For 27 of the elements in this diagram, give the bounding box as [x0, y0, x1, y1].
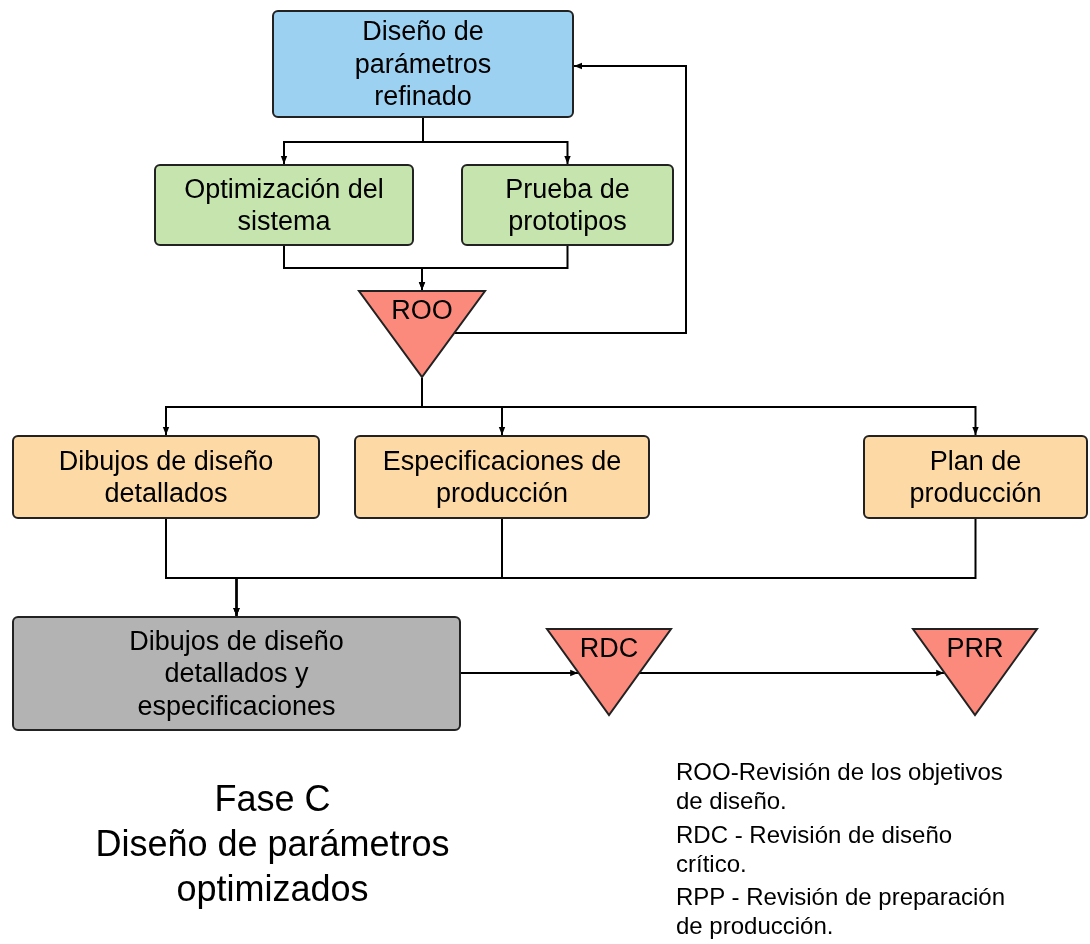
arrow: [460, 669, 580, 677]
caption-text: Fase C: [213, 777, 332, 821]
process-box: [12, 616, 461, 731]
abbreviation-note: RPP - Revisión de preparación de producción.: [676, 882, 1006, 941]
process-box: [863, 435, 1088, 519]
node-label: ROO: [391, 295, 453, 325]
arrow: [233, 518, 977, 617]
process-box: [154, 164, 414, 246]
node-label: Optimización del sistema: [183, 172, 385, 238]
abbreviation-note: RDC - Revisión de diseño crítico.: [676, 819, 954, 879]
arrow: [453, 62, 687, 334]
abbreviation-note: ROO-Revisión de los objetivos de diseño.: [676, 757, 1004, 816]
process-box: [461, 164, 674, 246]
node-label: Prueba de prototipos: [504, 172, 631, 238]
node-label: Diseño de parámetros refinado: [353, 15, 493, 113]
process-box: [12, 435, 320, 519]
arrow: [418, 245, 569, 291]
node-label: Dibujos de diseño detallados y especificaciones: [128, 624, 345, 723]
process-box: [272, 10, 574, 118]
process-box: [354, 435, 650, 519]
node-label: Dibujos de diseño detallados: [57, 444, 275, 510]
node-label: PRR: [946, 633, 1004, 663]
arrow: [422, 117, 571, 165]
caption-text: Diseño de parámetros optimizados: [94, 822, 451, 911]
node-label: RDC: [579, 633, 639, 663]
node-label: Especificaciones de producción: [381, 444, 623, 510]
node-label: Plan de producción: [908, 444, 1043, 510]
